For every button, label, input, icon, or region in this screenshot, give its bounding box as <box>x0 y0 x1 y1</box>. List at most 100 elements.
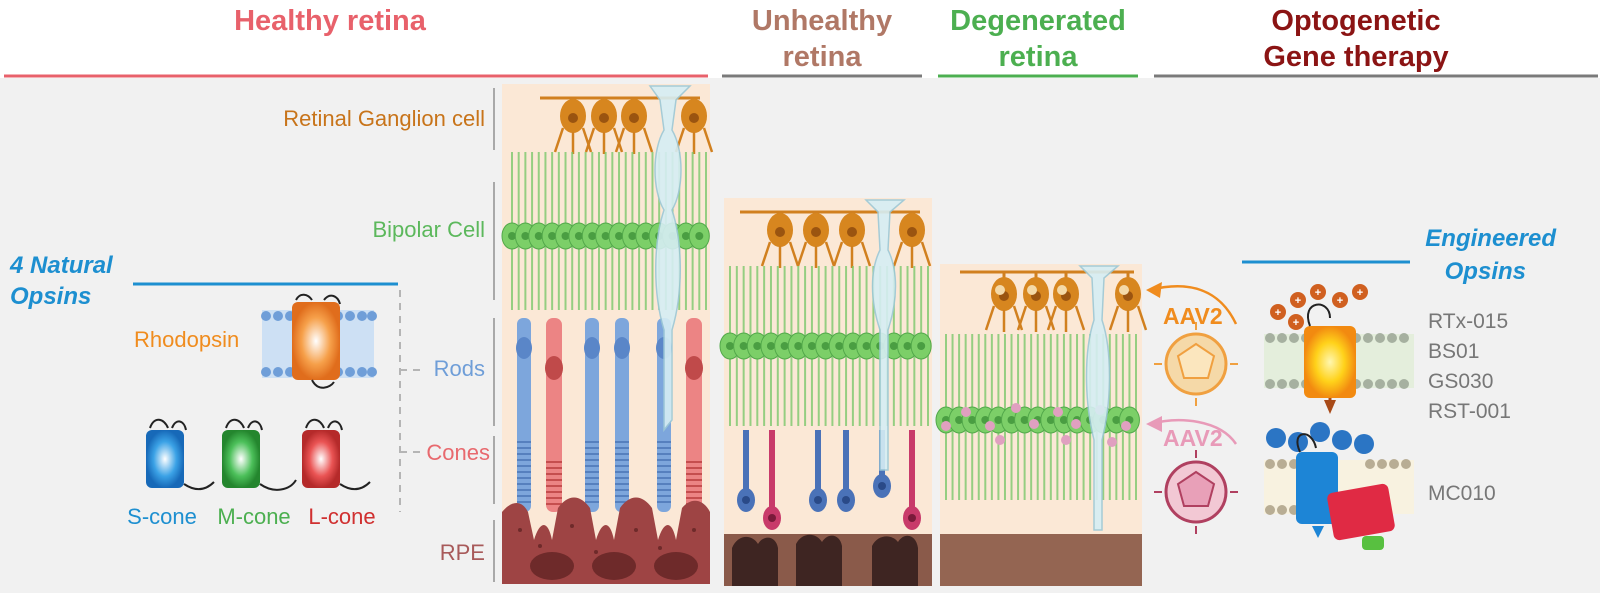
label-s-cone: S-cone <box>127 504 197 529</box>
label-rods: Rods <box>434 356 485 381</box>
unhealthy-retina-illustration <box>719 198 932 586</box>
therapy-2: GS030 <box>1428 370 1493 393</box>
natural-opsins-title-line2: Opsins <box>10 283 91 310</box>
rod-nucleus <box>516 337 532 359</box>
transduced-bipolar-marker <box>961 407 971 417</box>
ganglion-nucleus <box>775 227 785 237</box>
bipolar-nucleus <box>508 232 516 240</box>
ganglion-spot <box>1027 285 1037 295</box>
engineered-opsin-membrane-top <box>1264 303 1414 414</box>
transduced-bipolar-marker <box>1071 419 1081 429</box>
ganglion-dendrite <box>553 127 593 154</box>
ganglion-nucleus <box>568 113 578 123</box>
therapy-3: RST-001 <box>1428 400 1511 423</box>
degenerated-ganglion-cells <box>984 272 1148 332</box>
healthy-bipolar-cells <box>501 152 710 310</box>
opsin-connector <box>399 290 424 512</box>
aav-orange-arrow <box>1149 285 1238 325</box>
label-ganglion: Retinal Ganglion cell <box>283 106 485 131</box>
s-cone-opsin-icon <box>146 418 215 490</box>
bipolar-nucleus <box>807 342 816 350</box>
ganglion-dendrite <box>892 241 932 268</box>
transduced-bipolar-marker <box>1011 403 1021 413</box>
bipolar-nucleus <box>903 342 912 350</box>
ganglion-dendrite <box>584 127 624 154</box>
transduced-bipolar-marker <box>1121 421 1131 431</box>
bipolar-nucleus <box>521 232 530 240</box>
bipolar-nucleus <box>1112 416 1121 424</box>
ganglion-nucleus <box>599 113 609 123</box>
rod-nucleus <box>614 337 630 359</box>
ganglion-nucleus <box>907 227 917 237</box>
transduced-bipolar-marker <box>941 421 951 431</box>
aav-pink-arrowhead <box>1146 416 1162 432</box>
ganglion-dendrite <box>1108 305 1148 332</box>
ganglion-nucleus <box>811 227 821 237</box>
bipolar-nucleus <box>753 342 762 350</box>
bipolar-nucleus <box>780 342 789 350</box>
engineered-opsins-title-line1: Engineered <box>1425 225 1557 252</box>
remnant-nucleus <box>842 496 850 504</box>
bipolar-nucleus <box>766 342 775 350</box>
bipolar-nucleus <box>641 232 650 240</box>
ganglion-spot <box>1057 285 1067 295</box>
bipolar-nucleus <box>548 232 557 240</box>
rod-body <box>585 318 599 512</box>
bipolar-nucleus <box>561 232 570 240</box>
label-bipolar: Bipolar Cell <box>373 217 486 242</box>
ganglion-dendrite <box>832 241 872 268</box>
ganglion-dendrite <box>760 241 800 268</box>
ganglion-spot <box>1119 285 1129 295</box>
unhealthy-rpe <box>732 534 918 586</box>
healthy-rods <box>516 318 703 512</box>
healthy-ganglion-cells <box>553 98 714 154</box>
bipolar-nucleus <box>601 232 610 240</box>
label-aav-pink: AAV2 <box>1163 425 1223 451</box>
bipolar-nucleus <box>848 342 857 350</box>
header-degenerated-line2: retina <box>999 41 1079 73</box>
svg-text:+: + <box>1315 287 1321 299</box>
cone-body <box>546 318 562 512</box>
therapy-0: RTx-015 <box>1428 310 1508 333</box>
remnant-nucleus <box>742 496 750 504</box>
cone-body <box>686 318 702 512</box>
natural-opsins-title-line1: 4 Natural <box>9 252 114 279</box>
transduced-bipolar-marker <box>995 435 1005 445</box>
aav-orange-capsid-icon <box>1154 322 1238 406</box>
bipolar-nucleus <box>994 416 1003 424</box>
rod-nucleus <box>584 337 600 359</box>
remnant-nucleus <box>768 514 776 522</box>
svg-text:+: + <box>1357 287 1363 299</box>
bipolar-nucleus <box>794 342 803 350</box>
therapy-mc: MC010 <box>1428 482 1496 505</box>
bipolar-nucleus <box>681 232 690 240</box>
degenerated-retina-illustration <box>935 264 1148 586</box>
healthy-rpe <box>502 497 710 584</box>
rhodopsin-icon <box>261 293 377 389</box>
ganglion-dendrite <box>984 305 1024 332</box>
ganglion-nucleus <box>629 113 639 123</box>
svg-text:+: + <box>1295 295 1301 307</box>
label-rpe: RPE <box>440 540 485 565</box>
engineered-opsin-membrane-bottom <box>1264 433 1414 550</box>
engineered-opsins-title-line2: Opsins <box>1445 258 1526 285</box>
transduced-bipolar-marker <box>1061 435 1071 445</box>
bipolar-nucleus <box>534 232 543 240</box>
therapy-1: BS01 <box>1428 340 1479 363</box>
bipolar-nucleus <box>835 342 844 350</box>
label-m-cone: M-cone <box>217 504 290 529</box>
svg-text:+: + <box>1275 307 1281 319</box>
remnant-nucleus <box>908 514 916 522</box>
ganglion-spot <box>995 285 1005 295</box>
l-cone-opsin-icon <box>302 418 371 490</box>
cone-nucleus <box>685 356 703 380</box>
cation-ions: ++++++ <box>1270 284 1368 330</box>
ganglion-dendrite <box>614 127 654 154</box>
bipolar-nucleus <box>615 232 624 240</box>
rod-body <box>615 318 629 512</box>
calcium-ions <box>1266 422 1374 454</box>
header-healthy: Healthy retina <box>234 5 427 37</box>
bipolar-nucleus <box>968 416 977 424</box>
